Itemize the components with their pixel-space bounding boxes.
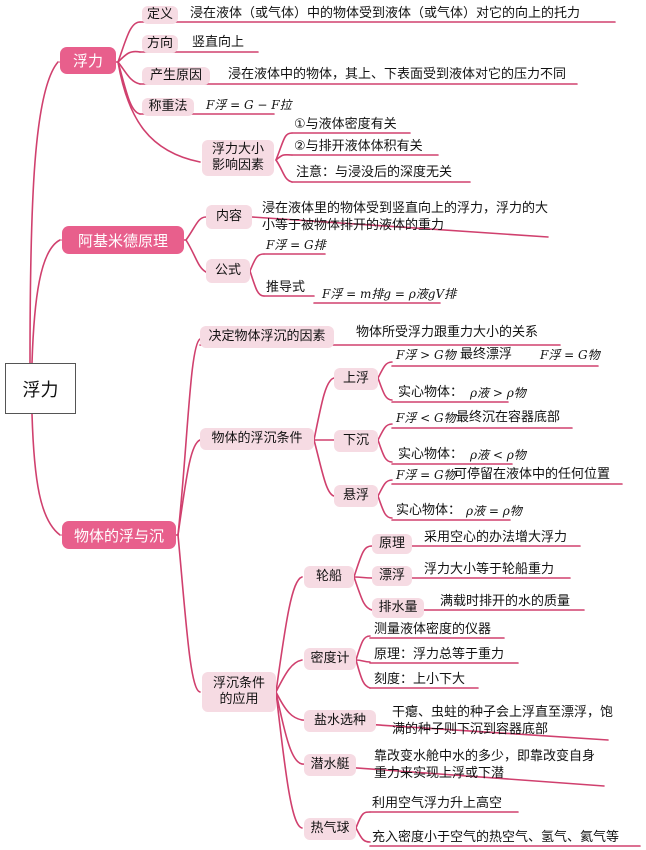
balloon-text-2: 充入密度小于空气的热空气、氢气、氦气等 [372, 830, 620, 845]
decide-text: 物体所受浮力跟重力大小的关系 [356, 325, 539, 340]
seed-selection-text: 干瘪、虫蛀的种子会上浮直至漂浮，饱满的种子则下沉到容器底部 [392, 705, 614, 737]
branch-buoyancy: 浮力 [60, 47, 116, 74]
definition-text: 浸在液体（或气体）中的物体受到液体（或气体）对它的向上的托力 [190, 6, 581, 21]
branch-archimedes: 阿基米德原理 [62, 226, 184, 254]
sink-condition: F浮 < G物 [396, 411, 456, 425]
factor-density: ①与液体密度有关 [294, 117, 397, 132]
ship-float-text: 浮力大小等于轮船重力 [424, 562, 555, 577]
suspend-solid-label: 实心物体： [396, 503, 462, 518]
node-weighing-method: 称重法 [142, 98, 194, 116]
suspend-condition: F浮 = G物 [396, 468, 456, 482]
node-ship-principle: 原理 [372, 534, 412, 554]
node-applications: 浮沉条件的应用 [202, 672, 276, 712]
node-sink: 下沉 [334, 430, 378, 452]
hydrometer-purpose: 测量液体密度的仪器 [374, 622, 492, 637]
node-balloon: 热气球 [304, 818, 356, 840]
formula-main: F浮 = G排 [266, 238, 326, 252]
node-definition: 定义 [142, 6, 178, 24]
submarine-text: 靠改变水舱中水的多少，即靠改变自身重力来实现上浮或下潜 [374, 749, 596, 781]
node-formula: 公式 [206, 259, 250, 283]
hydrometer-principle: 原理：浮力总等于重力 [374, 647, 505, 662]
rise-density: ρ液 > ρ物 [470, 386, 526, 400]
suspend-density: ρ液 = ρ物 [466, 504, 522, 518]
cause-text: 浸在液体中的物体，其上、下表面受到液体对它的压力不同 [228, 67, 567, 82]
node-hydrometer: 密度计 [304, 648, 356, 670]
node-ship-float: 漂浮 [372, 566, 412, 586]
factor-volume: ②与排开液体体积有关 [294, 139, 423, 154]
node-factors: 浮力大小影响因素 [202, 140, 274, 176]
node-rise: 上浮 [334, 368, 378, 390]
sink-final: 最终沉在容器底部 [456, 410, 561, 425]
derived-label: 推导式 [266, 280, 306, 295]
sink-solid-label: 实心物体： [398, 447, 464, 462]
node-content: 内容 [206, 205, 252, 229]
node-ship: 轮船 [304, 566, 354, 588]
rise-final-formula: F浮 = G物 [540, 348, 600, 362]
derived-formula: F浮 = m排g = ρ液gV排 [322, 287, 457, 301]
node-seed-selection: 盐水选种 [304, 710, 376, 732]
root-node: 浮力 [5, 363, 76, 414]
balloon-text-1: 利用空气浮力升上高空 [372, 796, 503, 811]
factor-note: 注意：与浸没后的深度无关 [296, 165, 453, 180]
node-submarine: 潜水艇 [304, 754, 356, 776]
weighing-formula: F浮 = G − F拉 [206, 98, 292, 112]
content-text: 浸在液体里的物体受到竖直向上的浮力，浮力的大小等于被物体排开的液体的重力 [262, 201, 549, 233]
rise-final: 最终漂浮 [460, 347, 513, 362]
node-displacement: 排水量 [372, 598, 424, 618]
node-conditions: 物体的浮沉条件 [200, 428, 314, 450]
ship-principle-text: 采用空心的办法增大浮力 [424, 530, 568, 545]
displacement-text: 满载时排开的水的质量 [440, 594, 571, 609]
node-suspend: 悬浮 [334, 485, 378, 507]
suspend-final: 可停留在液体中的任何位置 [454, 467, 611, 482]
direction-text: 竖直向上 [192, 35, 245, 50]
node-decide-factor: 决定物体浮沉的因素 [200, 326, 334, 348]
rise-condition: F浮 > G物 [396, 348, 456, 362]
node-direction: 方向 [142, 35, 178, 53]
node-cause: 产生原因 [142, 67, 210, 85]
rise-solid-label: 实心物体： [398, 385, 464, 400]
branch-float-sink: 物体的浮与沉 [62, 521, 176, 549]
sink-density: ρ液 < ρ物 [470, 448, 526, 462]
hydrometer-scale: 刻度：上小下大 [374, 672, 466, 687]
